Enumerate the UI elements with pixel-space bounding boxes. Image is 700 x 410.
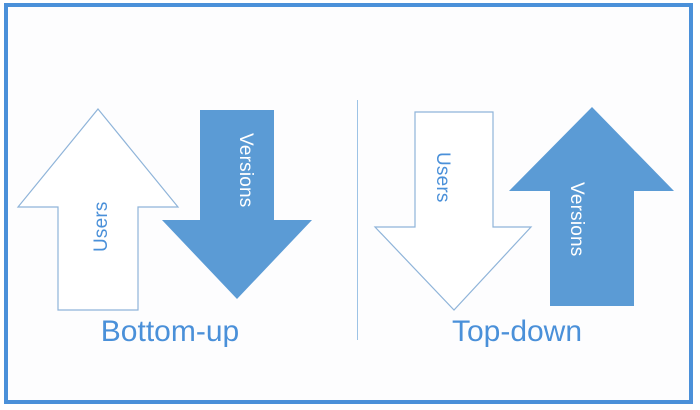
arrow-label-bottom-up-users: Users (91, 201, 112, 252)
arrow-bottom-up-users[interactable] (16, 107, 180, 312)
arrow-label-top-down-versions: Versions (566, 182, 587, 257)
arrow-top-down-versions[interactable] (508, 107, 675, 307)
arrow-label-bottom-up-versions: Versions (235, 133, 256, 208)
arrow-top-down-users[interactable] (373, 110, 533, 312)
arrow-label-top-down-users: Users (432, 152, 453, 203)
caption-top-down: Top-down (451, 315, 583, 348)
arrow-bottom-up-versions[interactable] (161, 110, 313, 300)
panel-divider (357, 100, 358, 340)
caption-bottom-up: Bottom-up (100, 315, 240, 348)
